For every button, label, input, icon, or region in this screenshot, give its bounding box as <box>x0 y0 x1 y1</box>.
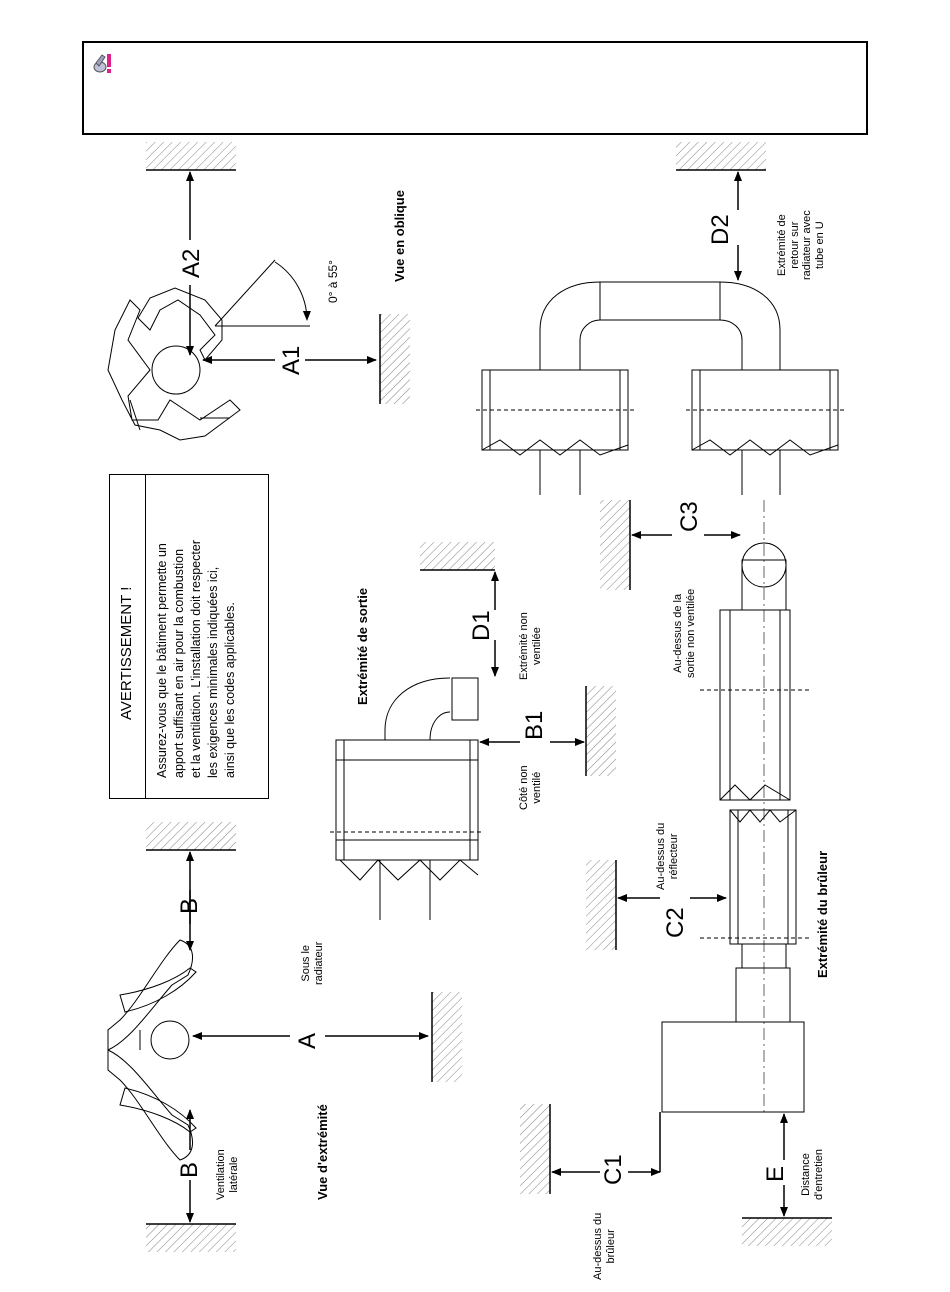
title-oblique-view: Vue en oblique <box>392 190 407 282</box>
floor-exit <box>585 686 616 776</box>
title-burner-end: Extrémité du brûleur <box>815 850 830 978</box>
dim-label-E: E <box>762 1165 789 1182</box>
dim-label-A: A <box>294 1032 321 1049</box>
dim-label-A2: A2 <box>178 248 205 278</box>
dim-label-B-left: B <box>176 1161 203 1178</box>
floor-oblique <box>379 314 410 404</box>
angle-label: 0° à 55° <box>326 260 340 303</box>
wall-unvented-exit-left <box>600 500 631 590</box>
dim-label-B-right: B <box>176 897 203 914</box>
warning-line-4: les exigences minimales indiquées ici, <box>206 566 220 778</box>
wall-left-end <box>146 1223 236 1252</box>
wall-exit-top <box>420 542 495 571</box>
warning-line-3: et la ventilation. L'installation doit r… <box>189 540 203 778</box>
warning-line-5: ainsi que les codes applicables. <box>223 602 237 778</box>
warning-box <box>109 474 269 799</box>
title-end-view: Vue d'extrémité <box>315 1104 330 1200</box>
wall-u-tube-top <box>676 142 766 171</box>
dim-label-D2: D2 <box>707 214 734 245</box>
angle-indicator <box>214 259 311 327</box>
title-exit-end: Extrémité de sortie <box>355 587 370 705</box>
warning-line-2: apport suffisant en air pour la combusti… <box>172 548 186 778</box>
wall-oblique-top <box>146 142 236 171</box>
end-view-reflector <box>107 939 197 1161</box>
warning-info-icon <box>90 51 118 84</box>
warning-line-1: Assurez-vous que le bâtiment permette un <box>155 543 169 778</box>
warning-title: AVERTISSEMENT ! <box>118 586 135 720</box>
u-tube-assembly <box>476 281 844 495</box>
wall-reflector-left <box>586 860 617 950</box>
header-box <box>82 41 868 135</box>
wall-burner-left <box>520 1104 551 1194</box>
burner-assembly <box>661 500 810 1113</box>
wall-burner-bottom <box>742 1217 832 1246</box>
dim-label-C2: C2 <box>662 907 689 938</box>
dim-label-A1: A1 <box>278 345 305 375</box>
floor-end <box>431 992 462 1082</box>
dim-label-B1: B1 <box>521 710 548 740</box>
dim-label-C3: C3 <box>676 501 703 532</box>
oblique-reflector <box>107 287 241 441</box>
exit-tube <box>330 677 484 920</box>
wall-right-end <box>146 822 236 851</box>
dim-label-C1: C1 <box>600 1154 627 1185</box>
dim-label-D1: D1 <box>468 610 495 641</box>
